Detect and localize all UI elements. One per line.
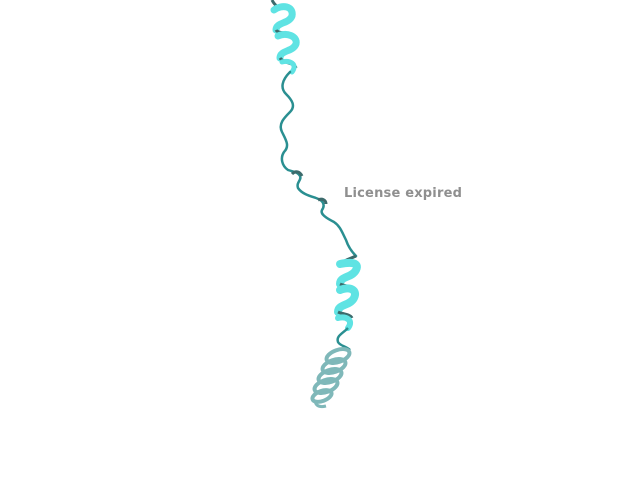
bottom-helix <box>310 347 352 408</box>
coil-region <box>279 70 358 258</box>
middle-helix <box>334 254 361 351</box>
license-expired-watermark: License expired <box>344 186 463 201</box>
top-helix <box>270 0 300 75</box>
